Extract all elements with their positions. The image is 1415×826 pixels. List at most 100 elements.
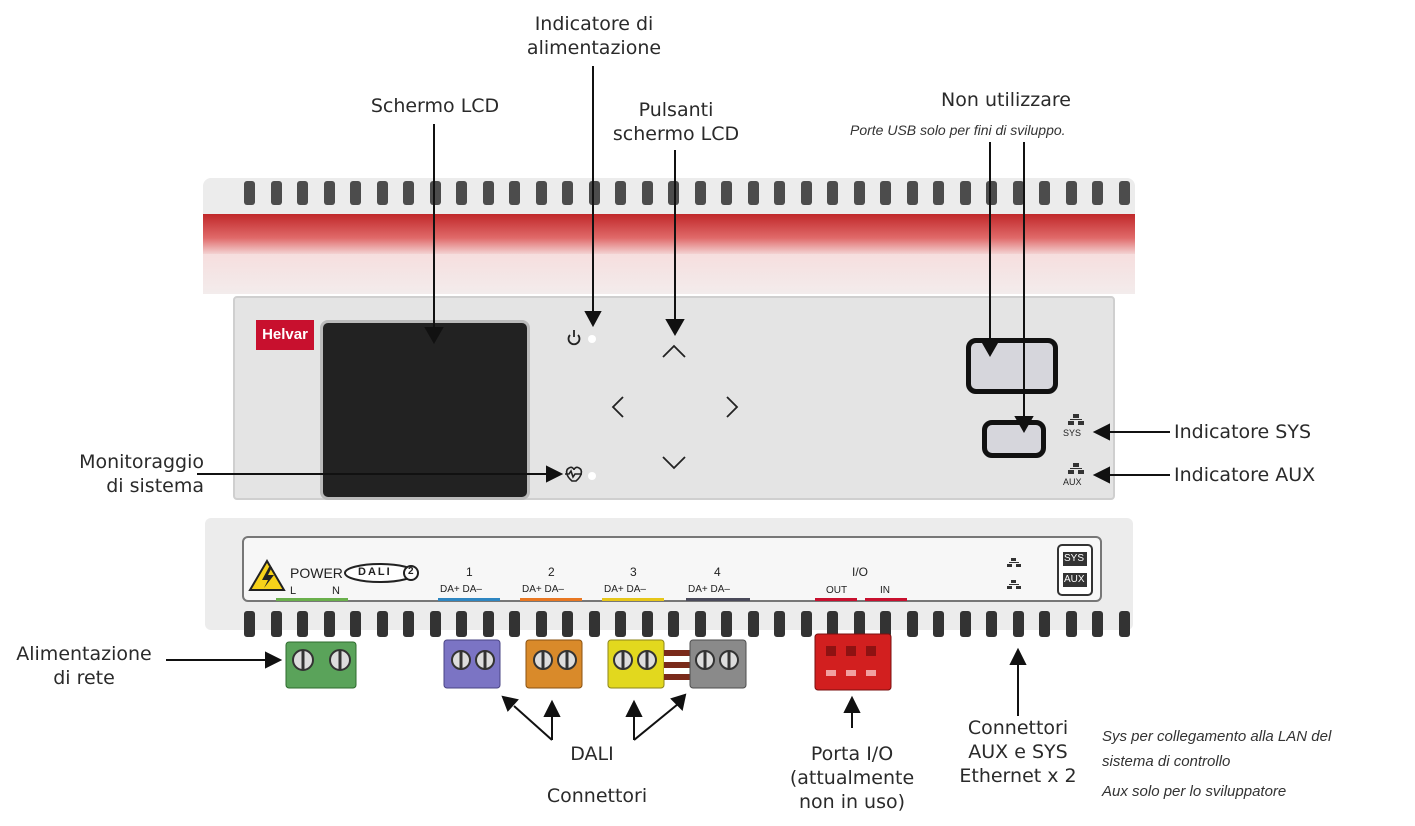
vent-slot <box>297 611 308 637</box>
vent-slot <box>1066 181 1077 205</box>
vent-slot <box>483 611 494 637</box>
vent-slot <box>377 181 388 205</box>
annotation-arrows <box>166 66 1170 741</box>
heartbeat-icon <box>565 466 583 482</box>
power-icon <box>567 330 581 346</box>
device-translucent-cover <box>203 254 1135 294</box>
chevron-right-icon[interactable] <box>726 396 739 418</box>
vent-slot <box>536 611 547 637</box>
vent-slot <box>1039 611 1050 637</box>
vent-slot <box>377 611 388 637</box>
io-port-line3: non in uso) <box>798 791 906 813</box>
dali-line-3 <box>602 598 664 601</box>
ethernet-line2: AUX e SYS <box>968 741 1068 763</box>
usb-port-2 <box>982 420 1046 458</box>
aux-indicator-label: Indicatore AUX <box>1174 464 1316 486</box>
vent-slot <box>880 611 891 637</box>
dali-line-4 <box>686 598 750 601</box>
vent-slot <box>1013 181 1024 205</box>
vent-slot <box>827 181 838 205</box>
vent-slot <box>509 611 520 637</box>
vent-slot <box>801 611 812 637</box>
terminal-io <box>814 633 892 691</box>
mains-power-line1: Alimentazione <box>16 643 152 665</box>
vent-slot <box>721 611 732 637</box>
sys-panel-label: SYS <box>1063 428 1082 438</box>
vent-slot <box>695 181 706 205</box>
io-in-line <box>865 598 907 601</box>
terminal-dali-1 <box>443 639 501 689</box>
vent-slot <box>668 611 679 637</box>
da-label-3: DA+ DA– <box>604 584 646 595</box>
da-label-4: DA+ DA– <box>688 584 730 595</box>
vent-slot <box>1066 611 1077 637</box>
aux-box-label: AUX <box>1064 574 1085 585</box>
vent-slot <box>827 611 838 637</box>
vent-slot <box>1119 611 1130 637</box>
sys-box-label: SYS <box>1064 553 1085 564</box>
vent-slot <box>562 181 573 205</box>
vent-slot <box>324 181 335 205</box>
vent-slot <box>403 611 414 637</box>
io-text: I/O <box>852 565 869 579</box>
io-port-line2: (attualmente <box>789 767 915 789</box>
sys-note-line1: Sys per collegamento alla LAN del <box>1102 728 1332 745</box>
vent-slot <box>854 181 865 205</box>
chevron-down-icon[interactable] <box>662 456 686 470</box>
dali-channel-2: 2 <box>548 565 555 579</box>
dali-line-1 <box>438 598 500 601</box>
io-in: IN <box>880 585 890 596</box>
device-red-band <box>203 214 1135 254</box>
network-icon <box>1068 463 1084 474</box>
vent-slot <box>642 181 653 205</box>
lcd-buttons-line2: schermo LCD <box>612 123 740 145</box>
dali-channel-3: 3 <box>630 565 637 579</box>
vent-slot <box>774 181 785 205</box>
aux-panel-label: AUX <box>1063 477 1082 487</box>
vent-slot <box>483 181 494 205</box>
system-monitor-line2: di sistema <box>106 475 204 497</box>
io-out-line <box>815 598 857 601</box>
dali-logo-num: 2 <box>408 566 414 577</box>
dali-label: DALI <box>570 743 614 765</box>
ethernet-line1: Connettori <box>967 717 1069 739</box>
usb-port-1 <box>966 338 1058 394</box>
warning-icon <box>248 559 286 591</box>
vent-slot <box>668 181 679 205</box>
io-out: OUT <box>826 585 848 596</box>
dali-line-2 <box>520 598 582 601</box>
power-indicator-line1: Indicatore di <box>534 13 654 35</box>
sys-note: Sys per collegamento alla LAN del sistem… <box>1102 724 1331 774</box>
chevron-left-icon[interactable] <box>611 396 624 418</box>
power-led <box>588 335 596 343</box>
vent-slot <box>350 611 361 637</box>
vent-slot <box>774 611 785 637</box>
dali-wire <box>664 650 690 680</box>
power-line <box>276 598 348 601</box>
chevron-up-icon[interactable] <box>662 344 686 358</box>
vent-slot <box>244 611 255 637</box>
lcd-screen-label: Schermo LCD <box>370 95 500 117</box>
vent-slot <box>986 611 997 637</box>
vent-slot <box>1092 611 1103 637</box>
usb-note: Porte USB solo per fini di sviluppo. <box>850 122 1066 138</box>
dali-logo-text: DALI <box>358 566 392 578</box>
vent-slot <box>933 181 944 205</box>
vent-slot <box>536 181 547 205</box>
vent-slot <box>695 611 706 637</box>
vent-slot <box>642 611 653 637</box>
dali-channel-4: 4 <box>714 565 721 579</box>
ethernet-line3: Ethernet x 2 <box>959 765 1077 787</box>
terminal-power <box>285 641 357 689</box>
vent-slot <box>880 181 891 205</box>
vent-slot <box>615 611 626 637</box>
mains-power-label: Alimentazione di rete <box>4 642 164 690</box>
vent-slot <box>854 611 865 637</box>
dali-channel-1: 1 <box>466 565 473 579</box>
power-text: POWER <box>290 565 343 581</box>
lcd-screen <box>320 320 530 500</box>
terminal-dali-4 <box>689 639 747 689</box>
network-icon <box>1068 414 1084 425</box>
vent-slot <box>960 611 971 637</box>
